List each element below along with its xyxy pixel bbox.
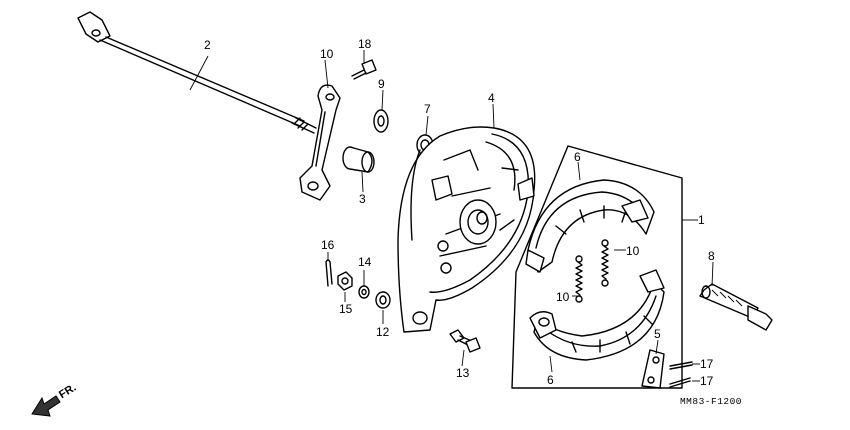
callout-12: 12 (376, 325, 390, 339)
callout-8: 8 (708, 249, 715, 263)
callout-10-left: 10 (556, 290, 570, 304)
callout-3: 3 (359, 192, 366, 206)
callout-5: 5 (654, 327, 661, 341)
callout-10-right: 10 (626, 244, 640, 258)
bolt-13 (449, 329, 481, 353)
cotter-pins-17 (669, 361, 693, 388)
callout-9: 9 (378, 77, 385, 91)
diagram-code: MM83-F1200 (679, 396, 742, 407)
callout-11: 10 (320, 47, 334, 61)
brake-shoe-lower (529, 269, 665, 361)
nut-15 (337, 271, 353, 291)
callout-13: 13 (456, 366, 470, 380)
brake-panel (397, 126, 536, 333)
callout-6-upper: 6 (574, 150, 581, 164)
callout-15: 15 (339, 302, 353, 316)
callout-7: 7 (424, 102, 431, 116)
plate-5 (641, 349, 665, 389)
collar-3 (342, 146, 375, 173)
callout-1: 1 (698, 213, 705, 227)
brake-cam-8 (699, 283, 773, 331)
callout-17-upper: 17 (700, 357, 714, 371)
callout-18: 18 (358, 37, 372, 51)
seal-12 (375, 291, 391, 309)
pin-16 (325, 259, 333, 287)
callout-17-lower: 17 (700, 374, 714, 388)
spring-10-left (575, 255, 583, 303)
spring-10-right (601, 239, 609, 287)
callout-2: 2 (204, 38, 211, 52)
callout-16: 16 (321, 238, 335, 252)
brake-arm (299, 84, 341, 201)
callout-6-lower: 6 (547, 373, 554, 387)
brake-shoe-upper (525, 179, 655, 273)
brake-rod (77, 11, 317, 134)
bolt-18 (351, 59, 377, 80)
leader-lines (189, 50, 714, 382)
washer-9 (373, 109, 389, 133)
front-direction-arrow (31, 395, 61, 417)
callout-4: 4 (488, 91, 495, 105)
callout-14: 14 (358, 255, 372, 269)
washer-14 (358, 285, 370, 299)
assembly-box-1 (511, 145, 683, 389)
